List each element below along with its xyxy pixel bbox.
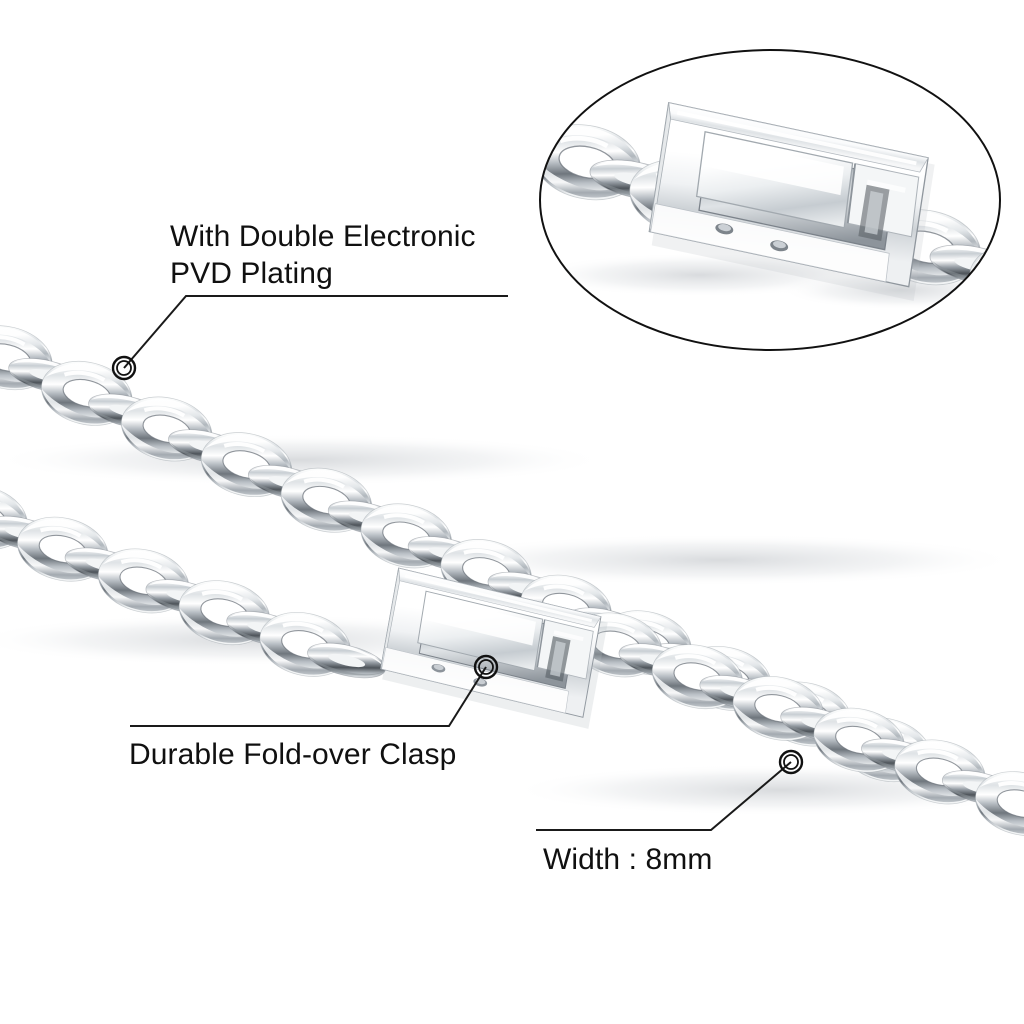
callout-marker-clasp: [473, 654, 499, 680]
callout-clasp-leader: [130, 654, 499, 727]
callout-label-pvd: With Double Electronic PVD Plating: [170, 220, 476, 290]
callout-marker-width: [778, 749, 804, 775]
callout-label-clasp: Durable Fold-over Clasp: [129, 738, 457, 771]
fold-over-clasp: [380, 567, 608, 729]
callout-pvd-leader: [111, 295, 508, 381]
callout-width-leader: [536, 749, 804, 831]
callout-marker-pvd: [111, 355, 137, 381]
magnified-clasp-ellipse: [539, 49, 1001, 351]
callout-label-width: Width : 8mm: [543, 843, 713, 876]
inset-ellipse-outline: [539, 49, 1001, 351]
